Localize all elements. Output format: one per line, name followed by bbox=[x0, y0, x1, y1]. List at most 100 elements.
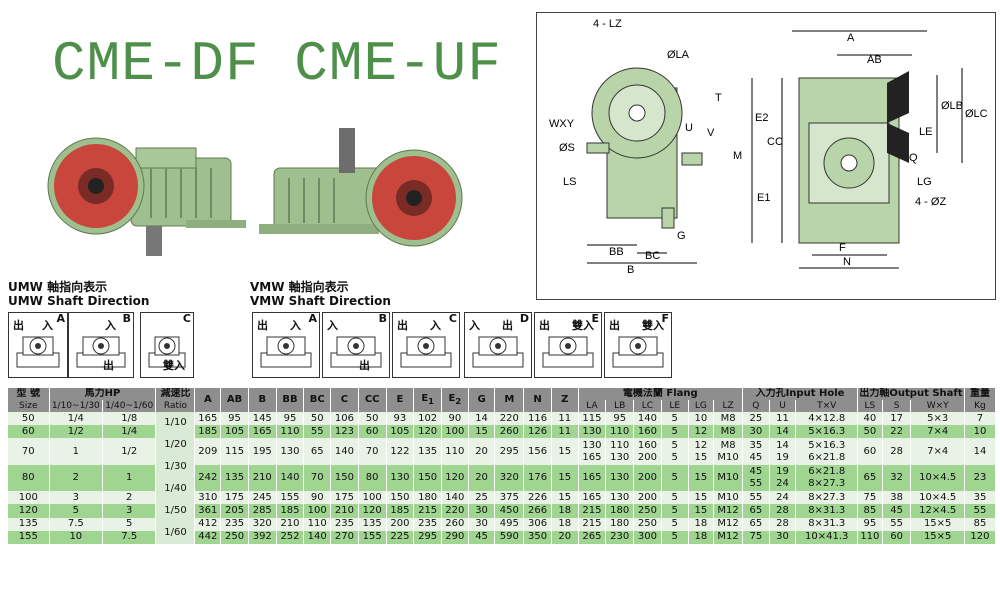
label-q: Q bbox=[909, 152, 918, 164]
table-cell: 120 bbox=[413, 425, 442, 439]
table-cell: 205 bbox=[220, 504, 249, 518]
label-z: 4 - ØZ bbox=[915, 196, 946, 208]
table-cell: 5×16.3 bbox=[795, 425, 859, 439]
table-cell: 50 bbox=[303, 412, 332, 426]
table-cell: 60 bbox=[882, 530, 912, 544]
table-cell: 165 bbox=[578, 464, 607, 492]
label-m: M bbox=[733, 150, 742, 162]
table-cell: 32 bbox=[882, 464, 912, 492]
table-cell: 120 bbox=[964, 530, 997, 544]
table-cell: 14 bbox=[769, 425, 797, 439]
table-cell: 18 bbox=[688, 517, 715, 531]
table-cell: M8 bbox=[713, 412, 743, 426]
table-cell: 10×4.5 bbox=[910, 491, 965, 505]
subheader-cell: Kg bbox=[964, 400, 997, 412]
table-cell: 175 bbox=[330, 491, 359, 505]
table-cell: 93 bbox=[386, 412, 415, 426]
direction-letter: D bbox=[519, 312, 529, 325]
table-cell: 1 bbox=[49, 438, 104, 465]
table-cell: 495 bbox=[494, 517, 525, 531]
table-cell: 235 bbox=[330, 517, 359, 531]
table-cell: 15×5 bbox=[910, 530, 965, 544]
label-u: U bbox=[685, 122, 693, 134]
table-cell: 412 bbox=[194, 517, 222, 531]
table-cell: 30 bbox=[769, 530, 797, 544]
table-cell: 7 bbox=[964, 412, 997, 426]
label-e2: E2 bbox=[755, 112, 768, 124]
label-t: T bbox=[715, 92, 722, 104]
table-cell: 215 bbox=[578, 517, 607, 531]
header-cell: Z bbox=[551, 388, 579, 412]
table-cell: 55 bbox=[742, 491, 770, 505]
table-cell: 45 bbox=[468, 530, 496, 544]
table-cell: 209 bbox=[194, 438, 222, 465]
direction-out: 入 bbox=[469, 319, 480, 332]
table-cell: 15 bbox=[551, 438, 579, 465]
label-s: ØS bbox=[559, 142, 575, 154]
label-g: G bbox=[677, 230, 686, 242]
table-cell: 145 bbox=[248, 412, 277, 426]
table-cell: 10 bbox=[688, 412, 715, 426]
table-cell: 116 bbox=[523, 412, 552, 426]
table-cell: 23 bbox=[964, 464, 997, 492]
subheader-cell: LZ bbox=[713, 400, 743, 412]
table-cell: 15 bbox=[551, 464, 579, 492]
table-cell: 242 bbox=[194, 464, 222, 492]
table-cell: 22 bbox=[882, 425, 912, 439]
table-cell: 266 bbox=[523, 504, 552, 518]
table-cell: 30 bbox=[468, 517, 496, 531]
table-cell: 75 bbox=[857, 491, 883, 505]
label-lc: ØLC bbox=[965, 108, 988, 120]
table-cell: 200 bbox=[633, 464, 662, 492]
table-cell: 123 bbox=[330, 425, 359, 439]
label-ls: LS bbox=[563, 176, 576, 188]
table-cell: 65 bbox=[857, 464, 883, 492]
direction-in: 入 bbox=[42, 319, 53, 332]
table-cell: 110 bbox=[857, 530, 883, 544]
table-cell: 285 bbox=[248, 504, 277, 518]
direction-letter: E bbox=[591, 312, 599, 325]
table-cell: 2 bbox=[102, 491, 157, 505]
table-cell: 135 bbox=[220, 464, 249, 492]
table-cell: 10×41.3 bbox=[795, 530, 859, 544]
table-cell: 60 bbox=[358, 425, 387, 439]
direction-letter: A bbox=[308, 312, 317, 325]
table-cell: 290 bbox=[441, 530, 469, 544]
table-cell: 110 bbox=[276, 425, 305, 439]
label-lz: 4 - LZ bbox=[593, 18, 622, 30]
table-cell: 225 bbox=[386, 530, 415, 544]
table-cell: 20 bbox=[551, 530, 579, 544]
table-cell: 17 bbox=[882, 412, 912, 426]
table-cell: 155 bbox=[276, 491, 305, 505]
table-cell: 195 bbox=[248, 438, 277, 465]
header-cell: E bbox=[386, 388, 415, 412]
direction-out: 出 bbox=[257, 319, 268, 332]
table-cell: 106 bbox=[330, 412, 359, 426]
table-cell: 140 bbox=[303, 530, 332, 544]
table-cell: 450 bbox=[494, 504, 525, 518]
table-cell: 235 bbox=[413, 517, 442, 531]
direction-out: 出 bbox=[539, 319, 550, 332]
table-cell: 100 bbox=[441, 425, 469, 439]
dimension-diagram: 4 - LZ ØLA WXY T ØS U V LS BB BC B G M A… bbox=[536, 12, 996, 300]
direction-double: 雙入 bbox=[163, 359, 185, 372]
direction-letter: B bbox=[378, 312, 387, 325]
table-cell: 135 bbox=[8, 517, 50, 531]
subheader-cell: LB bbox=[605, 400, 635, 412]
table-cell: 252 bbox=[276, 530, 305, 544]
table-cell: 8×31.3 bbox=[795, 517, 859, 531]
table-cell: 215 bbox=[413, 504, 442, 518]
table-cell: 15 bbox=[688, 504, 715, 518]
table-cell: 3 bbox=[102, 504, 157, 518]
table-cell: 28 bbox=[882, 438, 912, 465]
